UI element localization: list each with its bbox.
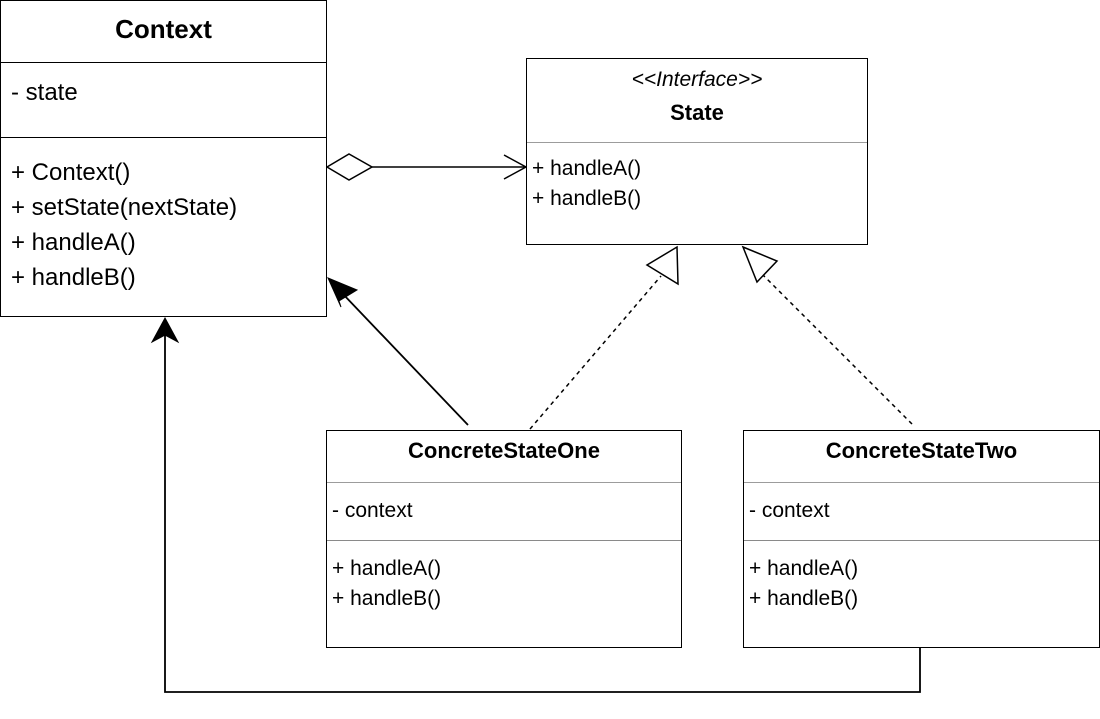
method: + handleB() (332, 587, 442, 610)
method: + handleB() (749, 587, 859, 610)
attributes-section: - context (744, 482, 1099, 540)
aggregation-diamond (325, 153, 374, 181)
method: + handleB() (11, 264, 136, 291)
association-line-one (341, 292, 469, 426)
method: + setState(nextState) (11, 194, 238, 221)
attribute: - context (332, 499, 413, 522)
method: + handleA() (11, 229, 136, 256)
method: + handleB() (532, 187, 642, 210)
association-line-two (164, 334, 921, 693)
class-context[interactable]: Context - state + Context() + setState(n… (0, 0, 327, 317)
attribute: - state (11, 79, 78, 106)
methods-section: + handleA() + handleB() (327, 540, 681, 614)
interface-header: <<Interface>> State (527, 59, 867, 142)
method: + handleA() (749, 557, 859, 580)
class-name: ConcreteStateOne (408, 438, 600, 463)
class-name: ConcreteStateTwo (825, 438, 1018, 463)
realization-line-two (761, 273, 913, 425)
class-state-interface[interactable]: <<Interface>> State + handleA() + handle… (526, 58, 868, 245)
attributes-section: - state (1, 62, 326, 137)
association-arrowhead-two (150, 316, 180, 344)
methods-section: + handleA() + handleB() (744, 540, 1099, 614)
method: + handleA() (532, 157, 642, 180)
realization-triangle-two (741, 245, 779, 284)
realization-line-one (529, 275, 662, 430)
attribute: - context (749, 499, 830, 522)
methods-section: + Context() + setState(nextState) + hand… (1, 137, 326, 295)
class-name: State (670, 100, 724, 125)
class-name: Context (115, 14, 212, 44)
method: + Context() (11, 159, 131, 186)
association-arrowhead-one (327, 277, 359, 308)
class-concrete-state-two[interactable]: ConcreteStateTwo - context + handleA() +… (743, 430, 1100, 648)
class-concrete-state-one[interactable]: ConcreteStateOne - context + handleA() +… (326, 430, 682, 648)
attributes-section: - context (327, 482, 681, 540)
method: + handleA() (332, 557, 442, 580)
stereotype-label: <<Interface>> (631, 68, 763, 91)
realization-triangle-one (645, 245, 679, 286)
methods-section: + handleA() + handleB() (527, 142, 867, 214)
